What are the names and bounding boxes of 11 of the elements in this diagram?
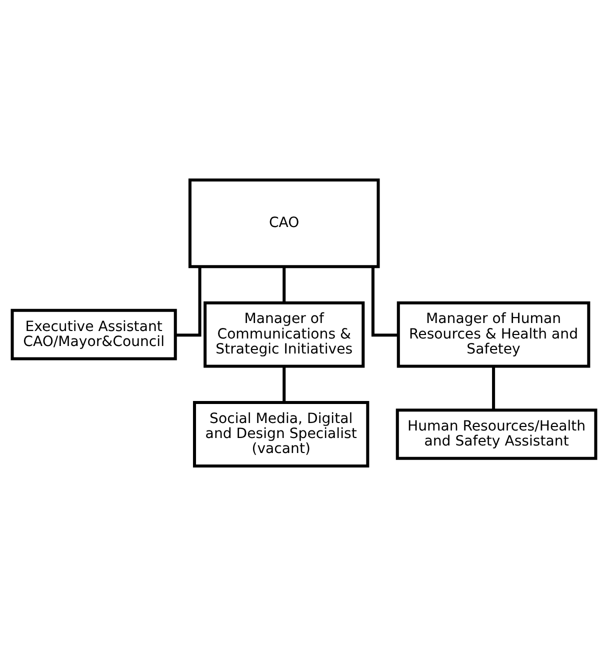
connector — [282, 266, 286, 303]
connector — [282, 366, 286, 402]
node-box: Manager of Human Resources & Health and Safetey — [396, 301, 590, 368]
node-box: Social Media, Digital and Design Specialist (vacant) — [193, 401, 370, 468]
node-box: Executive Assistant CAO/Mayor&Council — [10, 308, 177, 360]
connector — [175, 266, 202, 337]
connector — [492, 366, 496, 410]
connector — [371, 266, 398, 337]
node-box: Manager of Communications & Strategic Initiatives — [204, 301, 365, 368]
node-box: CAO — [188, 178, 380, 268]
node-box: Human Resources/Health and Safety Assistant — [396, 408, 598, 460]
